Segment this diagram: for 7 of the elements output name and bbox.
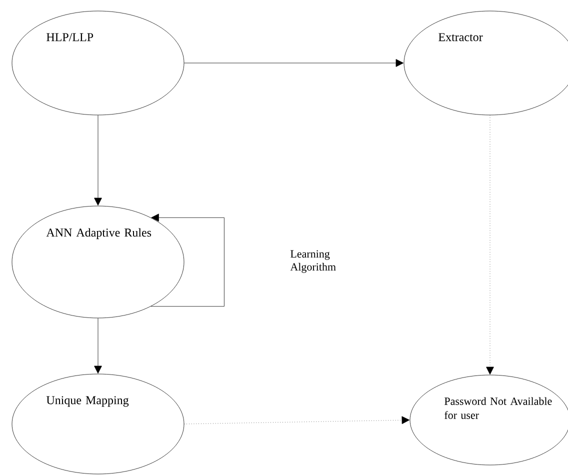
arrow [184, 59, 404, 67]
arrow [94, 115, 102, 206]
note-label: Learning Algorithm [290, 250, 336, 273]
arrow [94, 318, 102, 374]
arrow [184, 416, 410, 424]
arrow [150, 214, 224, 307]
arrow [486, 115, 494, 375]
